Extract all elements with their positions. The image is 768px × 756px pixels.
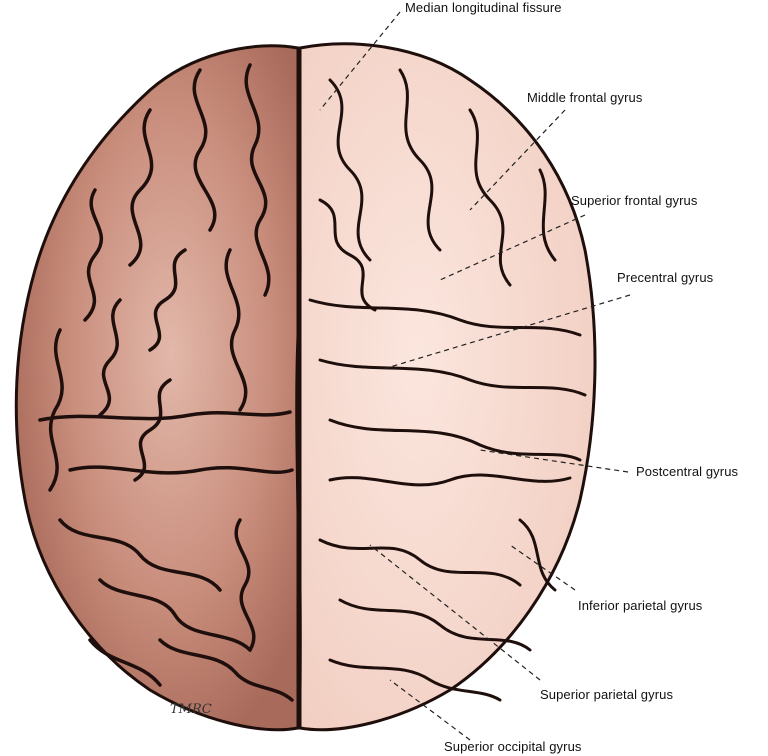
label-superior-occipital-gyrus: Superior occipital gyrus (444, 739, 582, 754)
leader-superior-occipital-gyrus (389, 679, 471, 741)
leader-postcentral-gyrus (479, 449, 629, 473)
leader-lines (319, 11, 631, 741)
artist-signature: TMRC (170, 702, 212, 717)
label-precentral-gyrus: Precentral gyrus (617, 270, 714, 285)
right-sulci (308, 68, 587, 702)
label-inferior-parietal-gyrus: Inferior parietal gyrus (578, 598, 703, 613)
label-superior-parietal-gyrus: Superior parietal gyrus (540, 687, 674, 702)
label-superior-frontal-gyrus: Superior frontal gyrus (571, 193, 698, 208)
left-hemisphere (14, 44, 300, 732)
left-sulci (38, 63, 294, 702)
right-hemisphere (298, 42, 597, 732)
label-middle-frontal-gyrus: Middle frontal gyrus (527, 90, 643, 105)
label-postcentral-gyrus: Postcentral gyrus (636, 464, 739, 479)
longitudinal-fissure (295, 49, 302, 729)
leader-precentral-gyrus (379, 294, 631, 371)
leader-inferior-parietal-gyrus (509, 544, 576, 591)
leader-median-longitudinal-fissure (319, 11, 401, 111)
leader-superior-parietal-gyrus (369, 544, 541, 681)
label-median-longitudinal-fissure: Median longitudinal fissure (405, 0, 562, 15)
leader-middle-frontal-gyrus (469, 109, 566, 211)
